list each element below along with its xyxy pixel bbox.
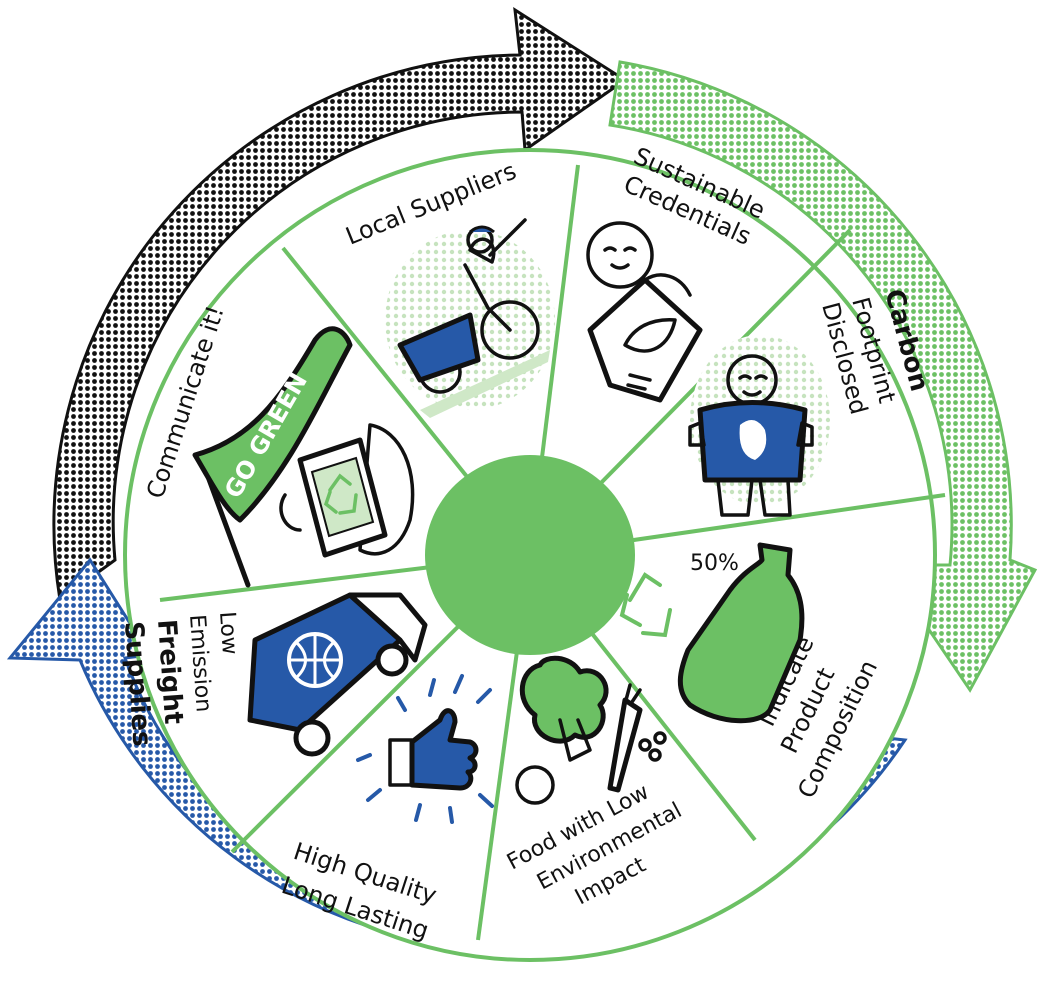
recycle-phone-icon (279, 423, 415, 558)
black-cycle-arrow (52, 7, 628, 603)
thumbs-up-icon (356, 674, 494, 824)
sustainable-bag-icon (586, 221, 703, 403)
cyclist-icon (385, 218, 555, 418)
recycled-bottle-icon: 50% (619, 542, 805, 724)
percent-label: 50% (690, 551, 739, 576)
delivery-truck-icon (247, 592, 428, 757)
label-freight: Freight (151, 618, 188, 725)
footprint-person-icon (688, 335, 830, 517)
green-cycle-arrow (608, 60, 1038, 693)
wheel-center (425, 455, 635, 655)
sparkle-lines (356, 674, 494, 824)
vegetables-icon (515, 655, 667, 805)
label-low: Low (214, 611, 242, 656)
